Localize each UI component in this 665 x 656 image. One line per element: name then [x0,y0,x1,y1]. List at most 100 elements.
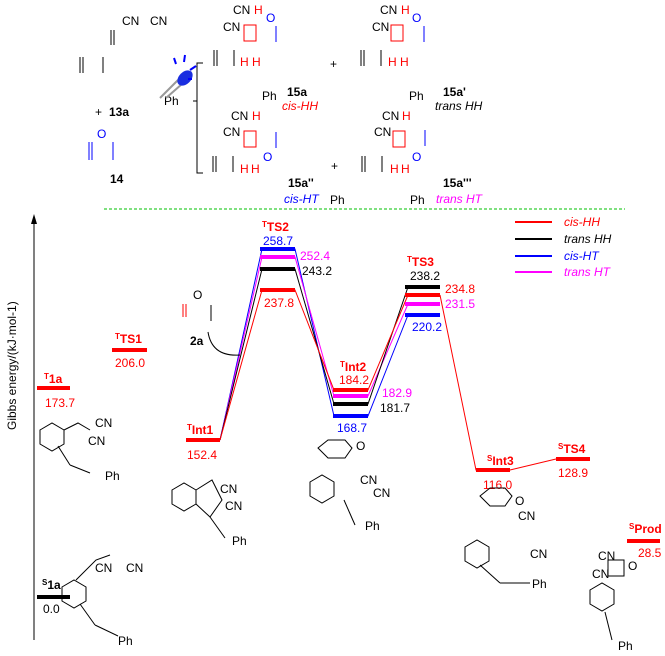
plus-sign: + [331,159,338,173]
oxygen-label: O [263,150,272,164]
svg-text:CN: CN [592,567,609,581]
svg-text:CN: CN [88,434,105,448]
product-15a-prime-label: 15a' [443,85,466,99]
h-label: H [252,55,261,69]
h-label: H [254,3,263,17]
product-15a-triple-prime-desc: trans HT [436,192,484,206]
energy-TTS2-cisHT: 258.7 [263,234,293,248]
cn-label: CN [374,125,391,139]
svg-text:Ph: Ph [105,469,120,483]
state-T1a-label: T1a [44,372,63,386]
ph-label: Ph [330,193,345,207]
compound-14-label: 14 [110,172,124,186]
state-TInt1-label: TInt1 [187,423,214,437]
energy-TTS2-transHH: 243.2 [302,264,332,278]
h-label: H [252,109,261,123]
ph-label: Ph [164,94,179,108]
h-label: H [401,162,410,176]
energy-T1a: 173.7 [45,396,75,410]
svg-text:CN: CN [598,549,615,563]
reagent-2a-label: 2a [190,334,204,348]
ph-label: Ph [262,89,277,103]
h-label: H [240,55,249,69]
cn-label: CN [150,14,167,28]
energy-TTS2-transHT: 252.4 [300,249,330,263]
energy-TInt2-cisHT: 168.7 [337,421,367,435]
oxygen-label: O [412,11,421,25]
svg-text:CN: CN [518,509,535,523]
reagent-2a: O 2a [182,288,241,356]
product-15a-double-prime-label: 15a'' [288,176,314,190]
svg-text:CN: CN [373,486,390,500]
svg-text:CN: CN [220,482,237,496]
cn-label: CN [233,3,250,17]
ph-label: Ph [410,193,425,207]
energy-TTS3-cisHT: 220.2 [412,320,442,334]
reaction-scheme: CN CN Ph + 13a O 14 CN CN H O H H Ph 15a… [79,3,625,210]
h-label: H [388,55,397,69]
cn-label: CN [223,20,240,34]
energy-STS4: 128.9 [558,466,588,480]
svg-text:O: O [356,439,365,453]
energy-TTS1: 206.0 [115,356,145,370]
energy-TInt1: 152.4 [187,448,217,462]
ph-label: Ph [409,89,424,103]
plus-sign: + [330,57,337,71]
product-15a-desc: cis-HH [282,99,318,113]
y-axis-arrow-icon [31,214,37,224]
legend-trans-hh: trans HH [564,232,612,246]
energy-TInt2-transHT: 182.9 [382,386,412,400]
svg-text:CN: CN [360,473,377,487]
energy-SProd: 28.5 [638,546,662,560]
h-label: H [251,162,260,176]
state-TTS2-label: TTS2 [262,220,289,234]
pathway-lines [219,248,557,471]
h-label: H [240,162,249,176]
energy-TTS2-cisHH: 237.8 [264,296,294,310]
energy-TTS3-cisHH: 234.8 [445,282,475,296]
svg-text:CN: CN [126,561,143,575]
cn-label: CN [372,20,389,34]
cn-label: CN [382,109,399,123]
svg-text:Ph: Ph [618,639,633,653]
energy-TInt2-transHH: 181.7 [380,401,410,415]
oxygen-label: O [412,150,421,164]
oxygen-label: O [266,11,275,25]
svg-text:Ph: Ph [118,634,133,648]
state-S1a-label: S1a [42,578,61,592]
cn-label: CN [380,3,397,17]
state-TInt2-label: TInt2 [340,360,367,374]
state-SInt3-label: SInt3 [487,454,514,468]
state-TTS1-label: TTS1 [115,332,142,346]
h-label: H [402,109,411,123]
energy-S1a: 0.0 [43,602,60,616]
cn-label: CN [231,109,248,123]
svg-text:O: O [628,559,637,573]
svg-text:CN: CN [95,416,112,430]
energy-TInt2-cisHH: 184.2 [339,373,369,387]
energy-TTS3-transHH: 238.2 [410,269,440,283]
cn-label: CN [122,14,139,28]
svg-text:Ph: Ph [365,519,380,533]
energy-TTS3-transHT: 231.5 [445,297,475,311]
h-label: H [390,162,399,176]
svg-text:CN: CN [95,561,112,575]
cn-label: CN [223,125,240,139]
oxygen-label: O [97,127,106,141]
legend-cis-ht: cis-HT [564,249,600,263]
led-light-icon [159,54,197,99]
svg-text:Ph: Ph [232,534,247,548]
state-SProd-label: SProd [629,522,662,536]
svg-text:CN: CN [530,547,547,561]
h-label: H [400,55,409,69]
legend-trans-ht: trans HT [564,265,612,279]
state-STS4-label: STS4 [558,442,586,456]
svg-text:Ph: Ph [532,577,547,591]
product-15a-triple-prime-label: 15a''' [443,176,472,190]
state-TTS3-label: TTS3 [407,255,434,269]
legend: cis-HH trans HH cis-HT trans HT [515,215,612,279]
svg-text:O: O [515,494,524,508]
